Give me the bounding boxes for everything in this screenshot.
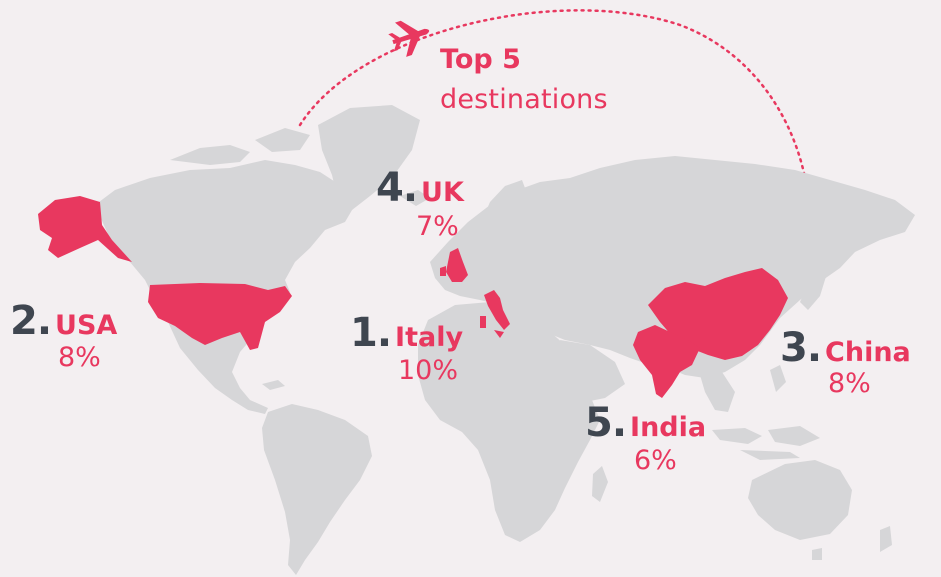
- destination-country: India: [630, 412, 707, 443]
- landmass-japan: [800, 254, 828, 310]
- landmass-australia: [748, 460, 852, 540]
- country-alaska: [38, 196, 132, 262]
- destination-rank: 4.: [376, 165, 418, 211]
- landmass-indonesia: [712, 428, 762, 444]
- title-destinations: destinations: [440, 84, 608, 115]
- destination-share-china: 8%: [828, 368, 871, 399]
- landmass-greenland: [318, 105, 420, 210]
- airplane-icon: [388, 20, 430, 57]
- landmass-eurasia: [430, 156, 915, 378]
- landmass-southeast-asia: [700, 372, 735, 412]
- destination-share-uk: 7%: [416, 211, 459, 242]
- landmass-south-america: [262, 404, 372, 575]
- title-top-5: Top 5: [440, 44, 521, 75]
- landmass-scandinavia: [478, 180, 528, 240]
- destination-label-india: 5.India: [585, 400, 706, 446]
- destination-rank: 3.: [780, 325, 822, 371]
- country-italy: [484, 290, 510, 330]
- landmass-arctic-islands: [170, 145, 250, 165]
- country-india: [633, 325, 700, 398]
- landmass-africa: [418, 302, 600, 542]
- destination-country: Italy: [395, 322, 464, 353]
- destination-country: UK: [421, 177, 464, 208]
- destination-country: USA: [55, 310, 118, 341]
- country-usa: [148, 283, 292, 350]
- destination-share-india: 6%: [634, 445, 677, 476]
- highlighted-countries: [38, 196, 788, 398]
- destination-label-italy: 1.Italy: [350, 310, 463, 356]
- destination-label-china: 3.China: [780, 325, 911, 371]
- country-uk: [446, 248, 468, 282]
- destination-rank: 1.: [350, 310, 392, 356]
- destination-share-italy: 10%: [398, 355, 459, 386]
- destination-rank: 2.: [10, 298, 52, 344]
- country-china: [648, 268, 788, 360]
- destination-label-uk: 4.UK: [376, 165, 464, 211]
- destination-label-usa: 2.USA: [10, 298, 117, 344]
- destination-country: China: [825, 337, 911, 368]
- flight-path-arc: [298, 9, 810, 198]
- destination-share-usa: 8%: [58, 342, 101, 373]
- continents: [95, 105, 915, 575]
- destination-rank: 5.: [585, 400, 627, 446]
